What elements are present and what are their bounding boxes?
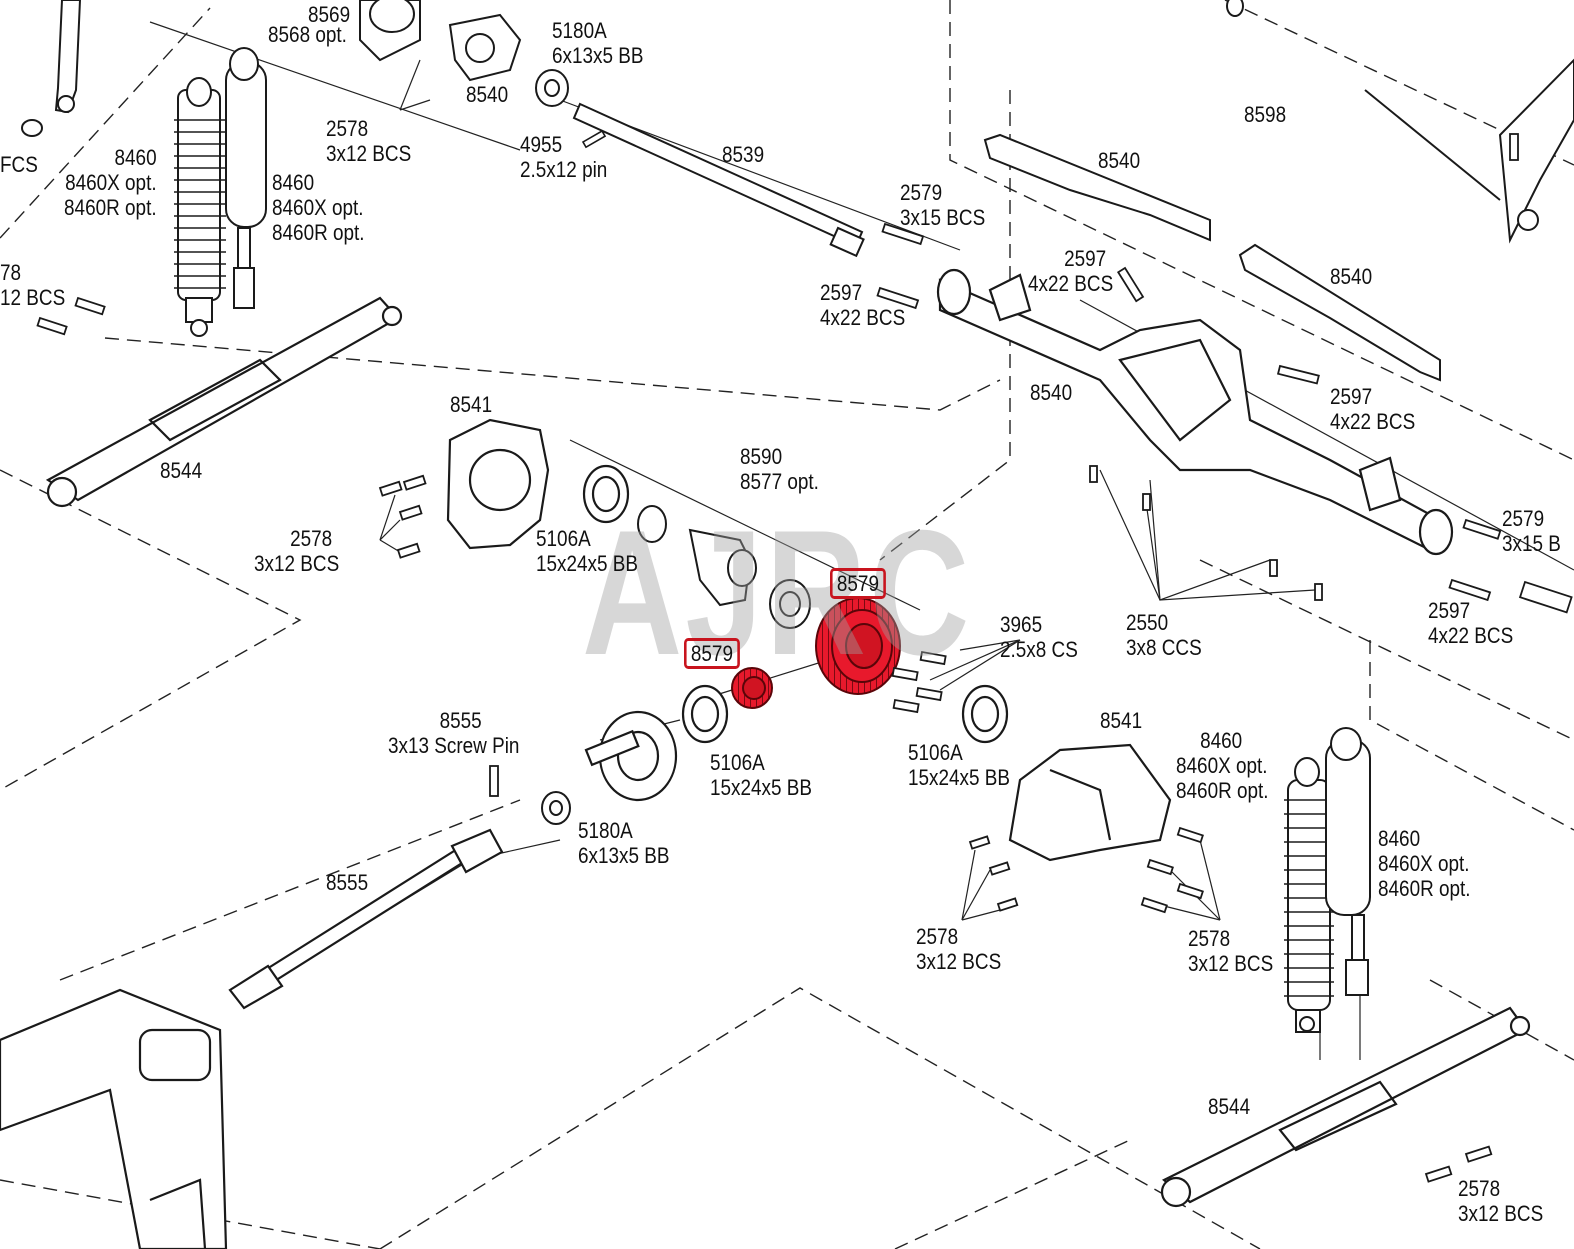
label-78: 78 (0, 260, 22, 285)
bearing-5106a-upper (582, 464, 630, 524)
pin-4955 (581, 129, 607, 149)
bolts-left (36, 296, 106, 336)
bolts-right-top (876, 133, 1573, 614)
locker-collar (637, 505, 667, 543)
label-8540-top: 8540 (466, 82, 509, 107)
chassis-brace-8598 (1226, 0, 1574, 244)
bearing-5106a-lower-left (681, 684, 729, 744)
pinion-gear-8579 (731, 667, 773, 709)
label-fcs: FCS (0, 152, 38, 177)
skid-plate-upper (983, 133, 1211, 242)
trailing-arm-right (1160, 1006, 1531, 1208)
spacer-sleeve (769, 579, 811, 629)
label-8540-right-upper: 8540 (1098, 148, 1141, 173)
bearing-5180a-lower (541, 791, 571, 825)
axle-carrier-top (448, 13, 522, 82)
bolts-mid-left (378, 474, 427, 559)
ring-gear-8579 (815, 597, 901, 695)
shock-link-top-left (21, 0, 82, 137)
label-8569: 8569 (308, 2, 351, 27)
diff-case-right (1008, 743, 1172, 862)
shock-left-spring (174, 77, 226, 337)
label-8544-left: 8544 (160, 458, 203, 483)
chassis-frame (0, 988, 228, 1249)
bolts-bottom (968, 826, 1204, 914)
shock-right-spring (1284, 757, 1334, 1033)
bearing-top (535, 69, 569, 107)
trailing-arm-left (45, 296, 403, 508)
label-8541-lower: 8541 (1100, 708, 1143, 733)
skid-plate-lower (1238, 243, 1441, 382)
label-8541-upper: 8541 (450, 392, 493, 417)
input-yoke (584, 710, 678, 802)
label-8539: 8539 (722, 142, 765, 167)
diff-case-left (446, 418, 550, 550)
bolts-bottom-right (1424, 1145, 1493, 1183)
bolts-3965 (891, 650, 947, 714)
label-8598: 8598 (1244, 102, 1287, 127)
axle-shaft-8539 (572, 102, 865, 258)
label-12-bcs: 12 BCS (0, 285, 66, 310)
axle-housing (936, 268, 1454, 556)
watermark-text: AJRC (582, 493, 973, 692)
label-8555-shaft: 8555 (326, 870, 369, 895)
label-8544-right: 8544 (1208, 1094, 1251, 1119)
shock-right-body (1325, 727, 1371, 996)
hub-top (359, 0, 421, 62)
label-8540-mid: 8540 (1030, 380, 1073, 405)
bearing-5106a-lower-right (961, 684, 1009, 744)
label-8579-ring-gear: 8579 (830, 568, 886, 599)
label-8568-opt: 8568 opt. (268, 22, 347, 47)
diff-spool-8590 (688, 528, 757, 607)
label-8579-pinion: 8579 (684, 638, 740, 669)
driveshaft-8555 (228, 828, 504, 1010)
shock-left-body (225, 47, 267, 309)
screw-pin (489, 765, 499, 797)
label-8540-right-lower: 8540 (1330, 264, 1373, 289)
